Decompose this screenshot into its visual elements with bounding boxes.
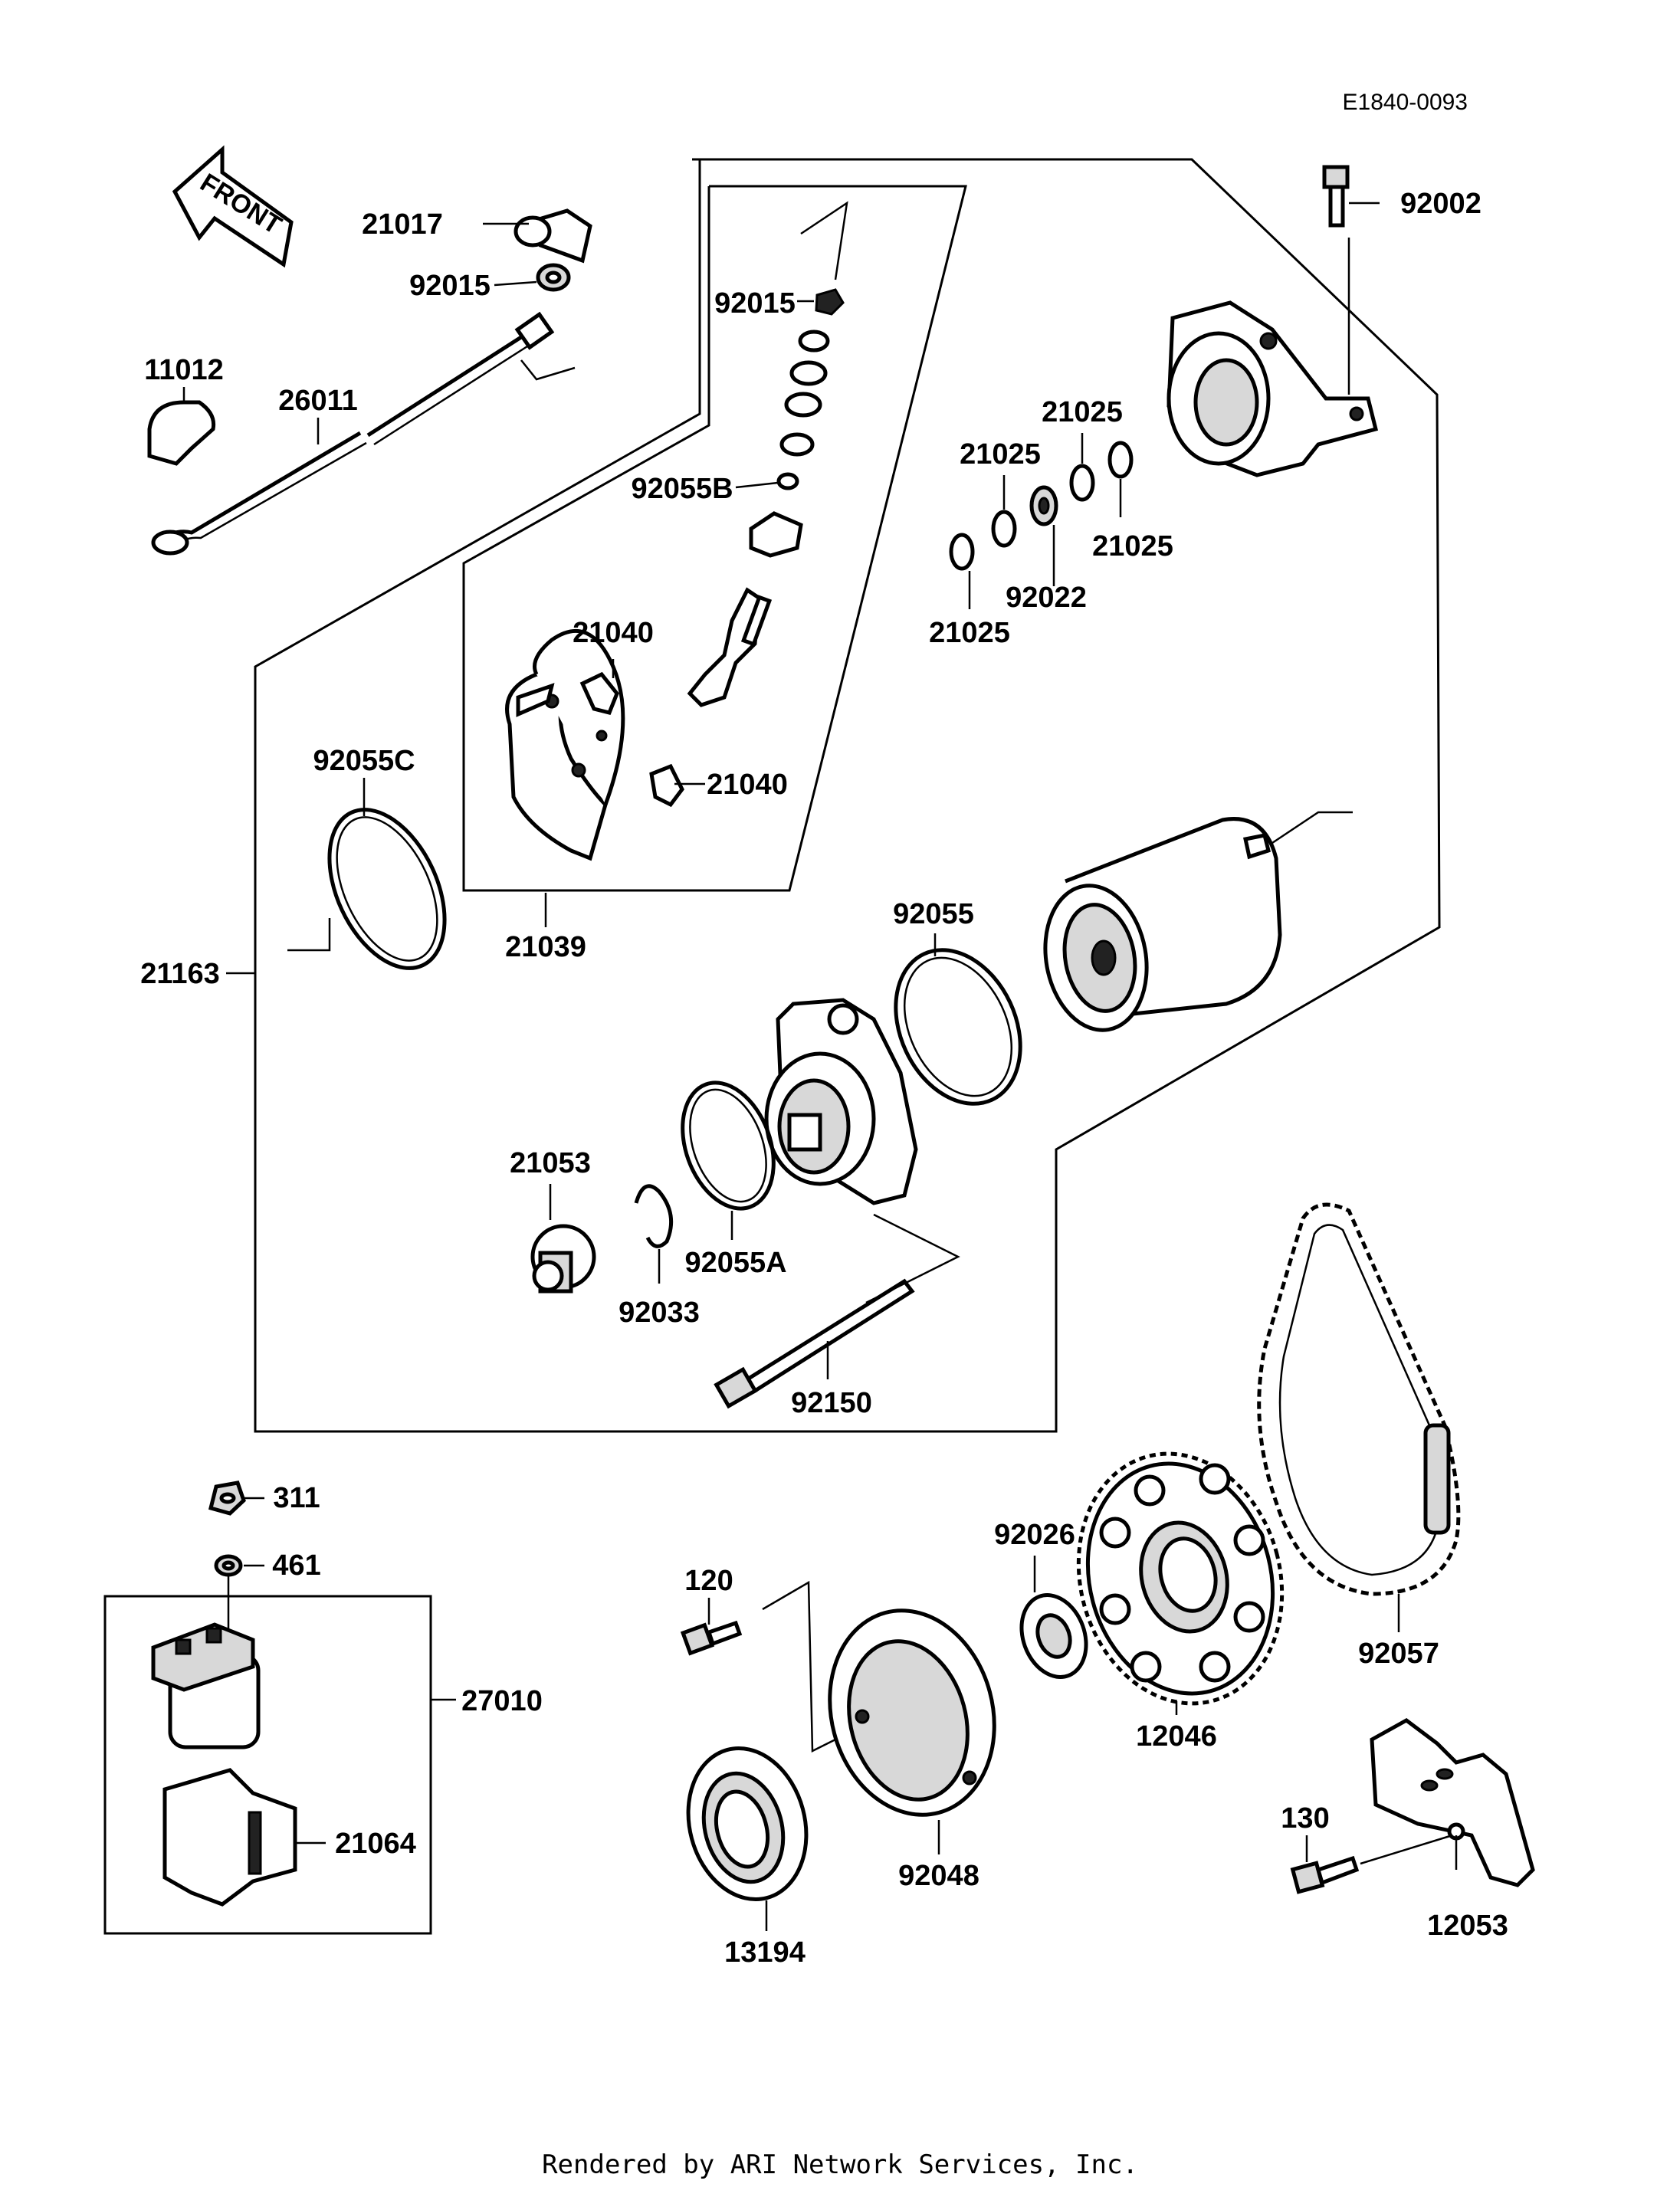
callout-12053: 12053 — [1427, 1910, 1508, 1942]
shim-washers-part — [949, 441, 1134, 571]
clutch-housing-part — [828, 1608, 996, 1817]
callout-11012: 11012 — [144, 354, 224, 386]
callout-92022: 92022 — [1006, 582, 1087, 614]
brush-holder-plate-part — [505, 628, 625, 861]
starter-clutch-sprocket-part — [1076, 1451, 1285, 1706]
callout-21025-a: 21025 — [929, 617, 1010, 649]
callout-92055A: 92055A — [684, 1247, 786, 1279]
bolt-part-120 — [680, 1620, 743, 1656]
callout-92055: 92055 — [893, 898, 974, 930]
callout-92055C: 92055C — [313, 745, 415, 777]
starter-assembly-outline — [254, 158, 1441, 1433]
callout-92033: 92033 — [619, 1297, 700, 1329]
o-ring-part — [327, 808, 447, 970]
callout-120: 120 — [684, 1565, 733, 1597]
callout-21040-b: 21040 — [707, 769, 788, 801]
chain-guide-part — [1370, 1718, 1535, 1887]
callout-92055B: 92055B — [631, 473, 733, 505]
callout-92026: 92026 — [994, 1519, 1075, 1551]
callout-461: 461 — [272, 1549, 320, 1582]
starter-yoke-part — [1043, 817, 1282, 1032]
callout-21025-c: 21025 — [1042, 396, 1123, 428]
callout-26011: 26011 — [278, 385, 358, 417]
bolt-part — [1322, 165, 1350, 228]
footer-credit: Rendered by ARI Network Services, Inc. — [542, 2149, 1138, 2180]
brush-assembly-outline — [462, 185, 967, 892]
starter-cable-part — [151, 311, 555, 556]
bolt-part-130 — [1290, 1855, 1360, 1894]
callout-92015-mid: 92015 — [714, 287, 796, 320]
rear-cover-part — [1166, 300, 1379, 477]
starter-chain-part — [1257, 1202, 1461, 1596]
washer-part-92026 — [1019, 1593, 1088, 1679]
callout-27010: 27010 — [461, 1685, 543, 1717]
callout-21039: 21039 — [505, 931, 586, 963]
callout-130: 130 — [1281, 1802, 1329, 1835]
callout-92057: 92057 — [1358, 1638, 1439, 1670]
nut-part — [536, 263, 571, 292]
starter-sprocket-part — [530, 1224, 596, 1294]
callout-311: 311 — [273, 1482, 320, 1514]
o-ring-part-2 — [894, 948, 1022, 1106]
circlip-part — [634, 1184, 674, 1248]
washer-stack-part — [749, 288, 845, 558]
o-ring-part-3 — [681, 1080, 776, 1211]
callout-21040-a: 21040 — [573, 617, 654, 649]
callout-13194: 13194 — [724, 1936, 806, 1969]
callout-21064: 21064 — [335, 1828, 416, 1860]
starter-relay-part — [151, 1622, 261, 1749]
washer-part-461 — [214, 1554, 243, 1577]
relay-cover-part — [162, 1768, 297, 1907]
callout-92150: 92150 — [791, 1387, 872, 1419]
relay-group-outline — [103, 1595, 432, 1935]
through-bolt-part — [714, 1278, 915, 1409]
callout-92002: 92002 — [1400, 188, 1481, 220]
diagram-code: E1840-0093 — [1343, 90, 1468, 115]
callout-21163: 21163 — [140, 958, 220, 990]
brush-spring-part — [579, 671, 684, 808]
callout-92048: 92048 — [898, 1860, 979, 1892]
callout-21025-b: 21025 — [960, 438, 1041, 471]
front-arrow-icon: FRONT — [172, 145, 294, 268]
callout-92015-top: 92015 — [409, 270, 491, 302]
nut-part-311 — [208, 1481, 246, 1516]
terminal-cap-part — [147, 400, 216, 466]
callout-12046: 12046 — [1136, 1720, 1217, 1753]
callout-21017: 21017 — [362, 208, 443, 241]
callout-21053: 21053 — [510, 1147, 591, 1179]
terminal-bolt-brush-part — [687, 587, 773, 707]
front-cover-part — [764, 998, 918, 1205]
one-way-clutch-part — [686, 1746, 809, 1902]
terminal-boot-part — [514, 208, 592, 264]
callout-21025-d: 21025 — [1092, 530, 1173, 562]
